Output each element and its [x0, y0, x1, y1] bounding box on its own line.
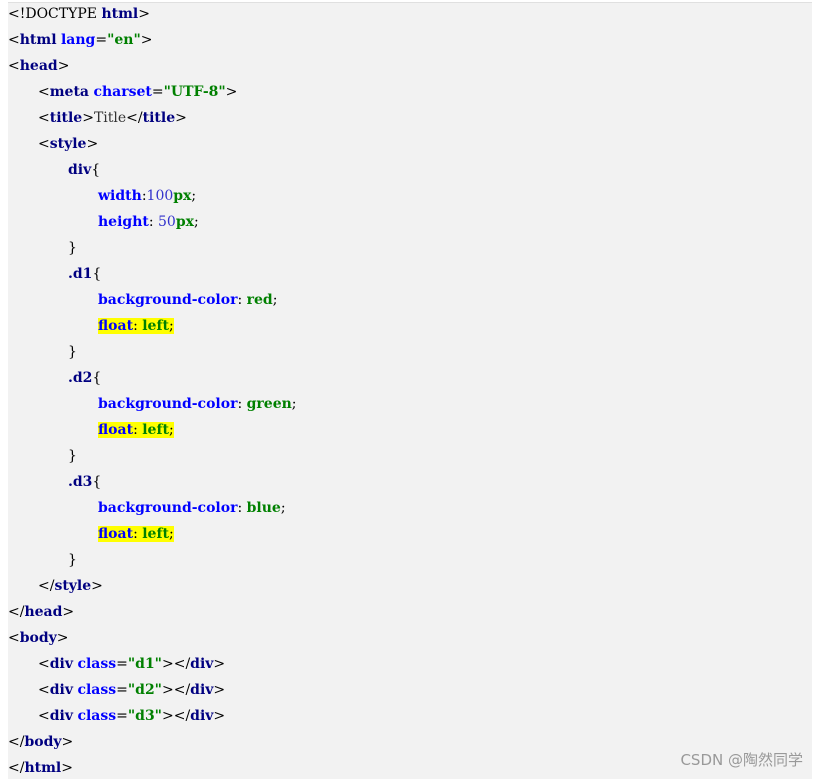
code-line: background-color: red;	[98, 292, 278, 308]
code-line: <head>	[8, 58, 70, 74]
height-property: height	[98, 214, 149, 230]
code-line: .d1{	[68, 266, 102, 282]
background-color-property: background-color	[98, 500, 238, 516]
code-line: float: left;	[98, 523, 174, 545]
code-line: <body>	[8, 630, 69, 646]
watermark: CSDN @陶然同学	[680, 751, 803, 769]
body-keyword: body	[24, 734, 62, 750]
body-keyword: body	[19, 630, 57, 646]
code-block: <!DOCTYPE html> <html lang="en"> <head> …	[8, 2, 812, 779]
lang-attribute: lang	[60, 32, 96, 48]
float-value: left	[142, 318, 169, 334]
blue-value: blue	[246, 500, 281, 516]
code-line: <meta charset="UTF-8">	[38, 84, 238, 100]
head-keyword: head	[24, 604, 63, 620]
float-property: float	[98, 526, 134, 542]
code-line: background-color: blue;	[98, 500, 286, 516]
code-line: <title>Title</title>	[38, 110, 187, 126]
class-attribute: class	[77, 656, 117, 672]
float-value: left	[142, 422, 169, 438]
float-value: left	[142, 526, 169, 542]
d3-class-value: "d3"	[127, 708, 162, 724]
code-line: <div class="d3"></div>	[38, 708, 226, 724]
code-line: div{	[68, 162, 101, 178]
d2-class-value: "d2"	[127, 682, 162, 698]
code-line: }	[68, 552, 77, 568]
code-line: </style>	[38, 578, 103, 594]
green-value: green	[246, 396, 292, 412]
div-keyword: div	[190, 708, 214, 724]
head-keyword: head	[19, 58, 58, 74]
d3-selector: .d3	[68, 474, 93, 490]
code-line: }	[68, 344, 77, 360]
html-keyword: html	[19, 32, 57, 48]
class-attribute: class	[77, 708, 117, 724]
title-keyword: title	[49, 110, 83, 126]
code-line: <div class="d1"></div>	[38, 656, 226, 672]
d2-selector: .d2	[68, 370, 93, 386]
style-keyword: style	[54, 578, 92, 594]
highlight: float: left;	[98, 422, 174, 438]
width-property: width	[98, 188, 142, 204]
highlight: float: left;	[98, 318, 174, 334]
div-keyword: div	[49, 682, 73, 698]
code-line: .d3{	[68, 474, 102, 490]
background-color-property: background-color	[98, 396, 238, 412]
html-keyword: html	[101, 6, 139, 22]
code-line: <html lang="en">	[8, 32, 153, 48]
charset-attribute: charset	[93, 84, 152, 100]
code-line: </body>	[8, 734, 74, 750]
red-value: red	[246, 292, 273, 308]
div-keyword: div	[49, 656, 73, 672]
doctype-text: <!DOCTYPE	[8, 6, 97, 22]
code-line: float: left;	[98, 419, 174, 441]
div-keyword: div	[190, 656, 214, 672]
code-line: <style>	[38, 136, 99, 152]
highlight: float: left;	[98, 526, 174, 542]
code-line: .d2{	[68, 370, 102, 386]
title-text: Title	[93, 110, 127, 126]
div-keyword: div	[190, 682, 214, 698]
code-line: }	[68, 240, 77, 256]
code-line: <!DOCTYPE html>	[8, 6, 150, 22]
code-line: <div class="d2"></div>	[38, 682, 226, 698]
charset-value: "UTF-8"	[163, 84, 226, 100]
lang-value: "en"	[107, 32, 141, 48]
height-unit: px	[175, 214, 194, 230]
width-unit: px	[173, 188, 192, 204]
class-attribute: class	[77, 682, 117, 698]
code-line: width:100px;	[98, 188, 197, 204]
float-property: float	[98, 318, 134, 334]
div-keyword: div	[49, 708, 73, 724]
html-keyword: html	[24, 760, 62, 776]
code-line: height: 50px;	[98, 214, 199, 230]
title-keyword: title	[142, 110, 176, 126]
d1-selector: .d1	[68, 266, 93, 282]
code-line: background-color: green;	[98, 396, 297, 412]
background-color-property: background-color	[98, 292, 238, 308]
style-keyword: style	[49, 136, 87, 152]
code-line: </head>	[8, 604, 75, 620]
height-number: 50	[158, 214, 176, 230]
d1-class-value: "d1"	[127, 656, 162, 672]
meta-keyword: meta	[49, 84, 89, 100]
code-line: float: left;	[98, 315, 174, 337]
float-property: float	[98, 422, 134, 438]
width-number: 100	[146, 188, 174, 204]
div-selector: div	[68, 162, 92, 178]
code-line: }	[68, 448, 77, 464]
code-line: </html>	[8, 760, 73, 776]
